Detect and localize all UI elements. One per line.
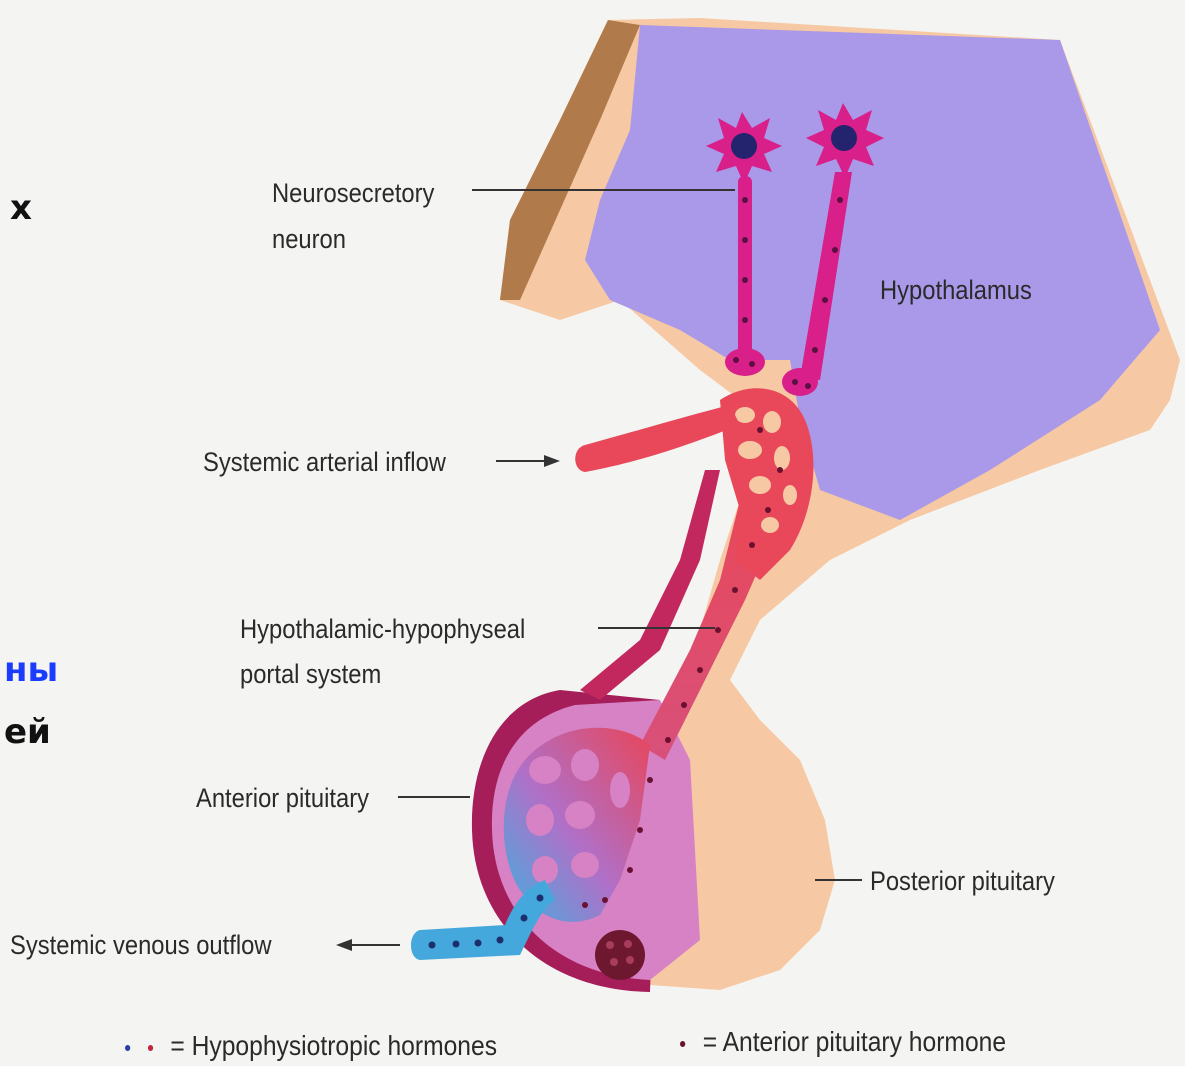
label-anterior-pituitary: Anterior pituitary	[196, 781, 369, 815]
label-neurosecretory-line2: neuron	[272, 222, 346, 256]
label-posterior-pituitary: Posterior pituitary	[870, 864, 1055, 898]
side-text-2: ны	[4, 650, 58, 690]
label-venous-outflow: Systemic venous outflow	[10, 928, 271, 962]
label-hypothalamus: Hypothalamus	[880, 273, 1032, 307]
legend-anterior-hormone: = Anterior pituitary hormone	[680, 1026, 1006, 1058]
legend-hypophysiotropic-text: = Hypophysiotropic hormones	[170, 1030, 497, 1061]
venous-arrow	[336, 939, 400, 951]
legend-anterior-hormone-text: = Anterior pituitary hormone	[703, 1026, 1006, 1057]
arterial-arrow	[496, 455, 560, 467]
legend-dot-red	[148, 1045, 153, 1051]
legend-dot-dark	[680, 1041, 685, 1047]
pituitary-cell	[595, 930, 645, 980]
label-arterial-inflow: Systemic arterial inflow	[203, 445, 446, 479]
side-text-1: x	[10, 188, 32, 228]
arterial-inflow-vessel	[575, 405, 740, 472]
label-portal-line2: portal system	[240, 657, 381, 691]
side-text-3: ей	[4, 712, 51, 752]
legend-hypophysiotropic: = Hypophysiotropic hormones	[125, 1030, 497, 1062]
label-portal-line1: Hypothalamic-hypophyseal	[240, 612, 525, 646]
label-neurosecretory-line1: Neurosecretory	[272, 176, 434, 210]
legend-dot-blue	[125, 1045, 130, 1051]
